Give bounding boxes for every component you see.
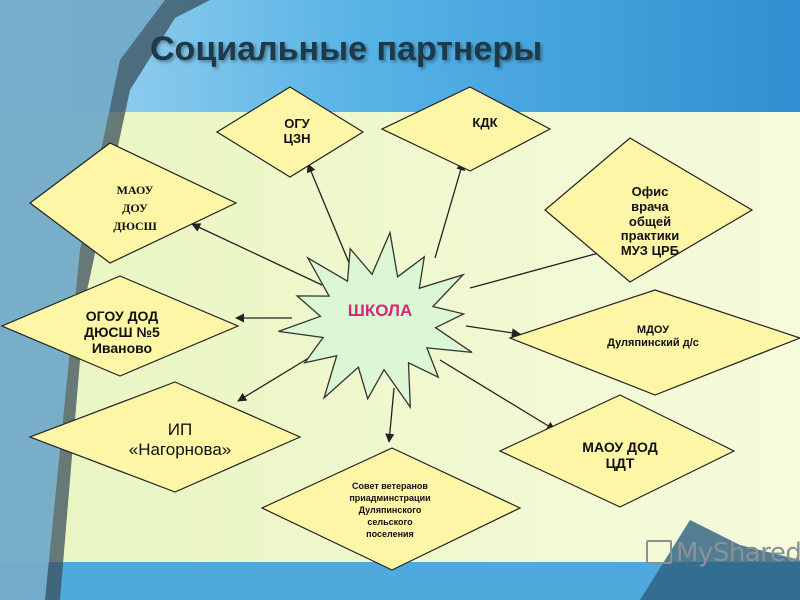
arrow-to-kdk [434,161,466,259]
partner-ogu-czn: ОГУ ЦЗН [283,116,311,146]
arrow-to-ofis [469,248,607,289]
arrow-to-ogu-czn [306,163,353,271]
bottom-right-swoosh [640,520,800,600]
center-star [278,230,473,410]
left-swoosh-light [0,0,165,600]
page-title: Социальные партнеры [150,30,543,68]
arrows [191,161,607,443]
diamond-ofis [544,137,754,283]
partner-ip: ИП «Нагорнова» [128,420,232,459]
arrow-to-maou-dod [439,359,556,431]
presentation-icon [646,539,672,564]
center-label: ШКОЛА [347,301,413,321]
partner-sovet: Совет ветеранов приадминстрации Дуляпинс… [349,480,431,540]
diamond-kdk [380,86,552,172]
diamond-maou-dou [29,142,238,264]
arrow-to-maou-dou [191,223,323,286]
diamond-mdou [508,289,800,396]
watermark-myshared: MyShared [646,538,800,568]
partner-maou-dou: МАОУ ДОУ ДЮСШ [113,183,157,233]
arrow-to-mdou [465,325,521,338]
diamond-ogou-dod [0,275,240,377]
diamond-maou-dod [498,394,736,508]
diamond-ogu-czn [215,86,365,178]
diamond-ip [28,381,302,493]
partner-ogou-dod: ОГОУ ДОД ДЮСШ №5 Иваново [84,307,160,357]
partner-mdou: МДОУ Дуляпинский д/с [607,324,699,349]
arrow-to-sovet [385,387,395,443]
partner-ofis: Офис врача общей практики МУЗ ЦРБ [620,183,680,259]
diamond-sovet [260,447,522,571]
partner-kdk: КДК [472,114,498,130]
partner-maou-dod: МАОУ ДОД ЦДТ [582,438,658,471]
arrow-to-ip [237,355,313,402]
